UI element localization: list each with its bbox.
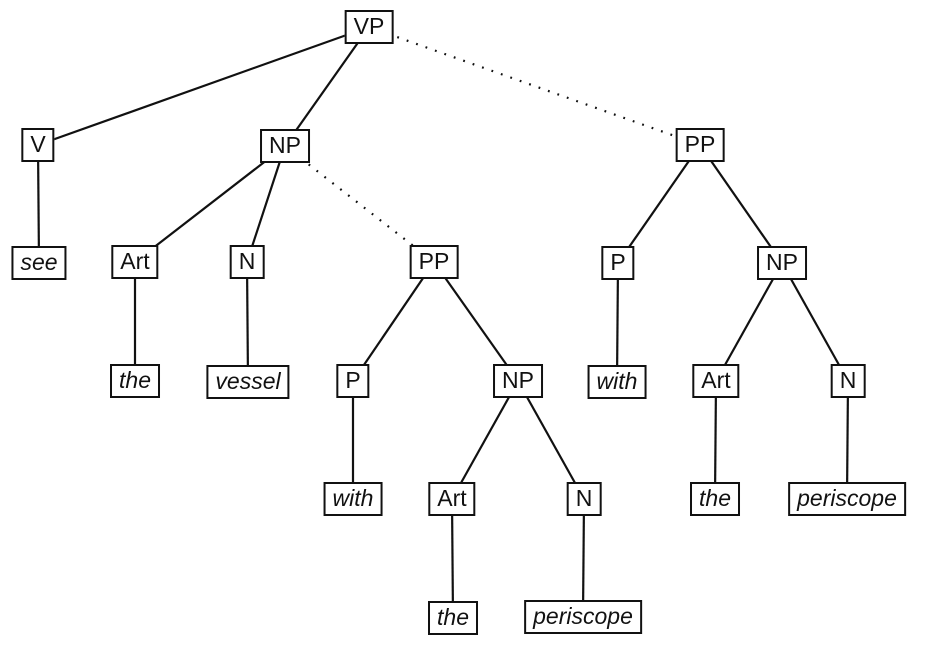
node-v: V [21, 128, 55, 162]
edge-pp-1-np-2 [433, 261, 519, 382]
edge-np-3-n-3 [781, 262, 849, 382]
edge-np-1-pp-1 [284, 145, 435, 263]
node-the-2: the [428, 601, 478, 635]
edge-pp-2-np-3 [699, 144, 783, 264]
node-np-2: NP [493, 364, 543, 398]
edge-n-3-periscope-3 [845, 380, 850, 500]
edge-p-2-with-2 [615, 262, 620, 383]
node-with-1: with [323, 482, 383, 516]
node-art-3: Art [692, 364, 740, 398]
edge-vp-v [37, 25, 370, 147]
edge-art-2-the-2 [450, 498, 455, 619]
node-np-1: NP [260, 129, 310, 163]
node-art-2: Art [428, 482, 476, 516]
node-with-2: with [587, 365, 647, 399]
edge-np-2-n-2 [517, 380, 585, 500]
node-periscope-2: periscope [524, 600, 642, 634]
edge-np-3-art-3 [715, 262, 783, 382]
node-pp-1: PP [409, 245, 459, 279]
edge-n-1-vessel [245, 261, 250, 383]
node-see: see [11, 246, 67, 280]
node-the-3: the [690, 482, 740, 516]
node-vp: VP [344, 10, 394, 44]
edge-v-see [36, 144, 41, 264]
edge-vp-np-1 [284, 26, 370, 147]
node-periscope-3: periscope [788, 482, 906, 516]
node-art-1: Art [111, 245, 159, 279]
edge-np-1-art-1 [134, 145, 286, 263]
node-np-3: NP [757, 246, 807, 280]
edge-art-3-the-3 [713, 380, 718, 500]
node-n-2: N [566, 482, 602, 516]
edge-pp-1-p-1 [352, 261, 435, 382]
node-the-1: the [110, 364, 160, 398]
node-p-2: P [601, 246, 635, 280]
edge-np-2-art-2 [451, 380, 519, 500]
edge-np-1-n-1 [245, 145, 287, 263]
node-vessel: vessel [206, 365, 290, 399]
node-p-1: P [336, 364, 370, 398]
edge-vp-pp-2 [368, 25, 701, 147]
node-n-3: N [830, 364, 866, 398]
edge-pp-2-p-2 [617, 144, 701, 264]
node-n-1: N [229, 245, 265, 279]
node-pp-2: PP [675, 128, 725, 162]
edge-n-2-periscope-2 [581, 498, 586, 618]
